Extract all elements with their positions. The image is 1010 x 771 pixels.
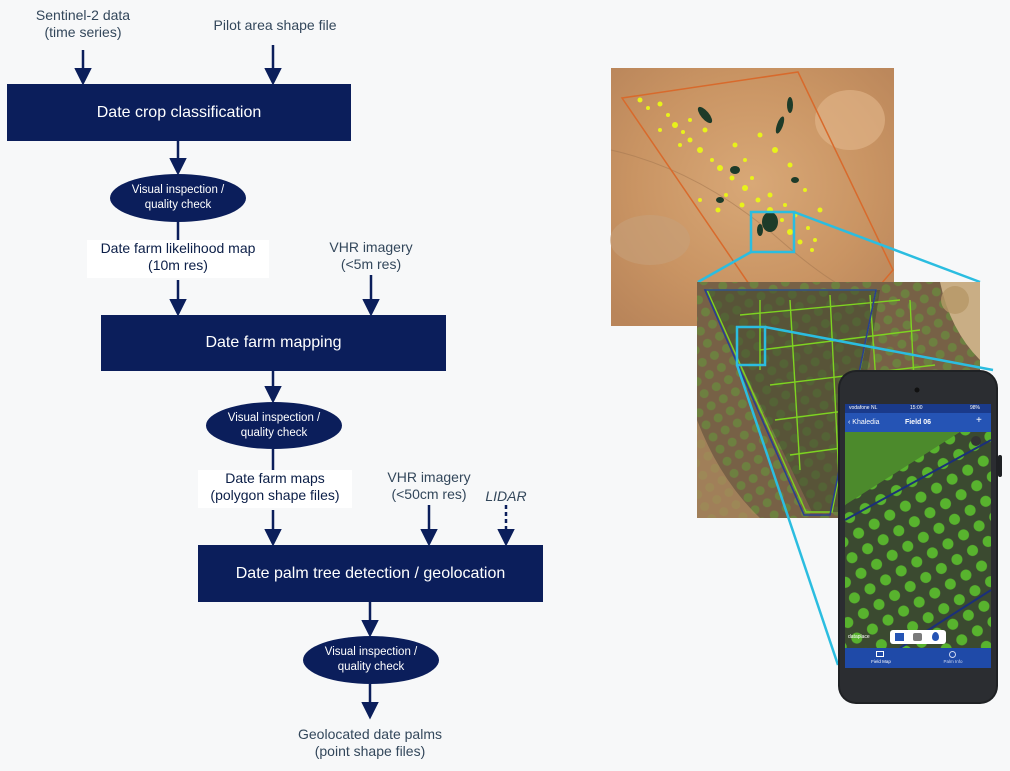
phone-camera (914, 387, 920, 393)
quality-check-2: Visual inspection / quality check (206, 402, 342, 449)
phone-map-pin-button (971, 436, 981, 446)
phone-status-bar (845, 404, 991, 413)
phone-status-carrier: vodafone NL (849, 405, 878, 411)
process-palm-tree-detection: Date palm tree detection / geolocation (198, 545, 543, 602)
process-date-crop-classification: Date crop classification (7, 84, 351, 141)
map-icon (876, 651, 884, 657)
input-pilot-area: Pilot area shape file (213, 17, 337, 33)
satellite-overview-image (610, 68, 895, 326)
quality-check-3: Visual inspection / quality check (303, 636, 439, 684)
zoom-line-4 (764, 325, 994, 372)
zoom-line-1 (697, 250, 752, 284)
phone-app-bar (845, 413, 991, 432)
input-lidar: LIDAR (485, 488, 527, 504)
info-icon (949, 651, 956, 658)
output-geolocated-palms: Geolocated date palms (point shape files… (298, 726, 442, 759)
phone-bottom-nav (845, 648, 991, 668)
phone-status-time: 15:00 (910, 405, 923, 411)
phone-screen-title: Field 06 (904, 419, 932, 426)
output-farm-maps: Date farm maps (polygon shape files) (198, 470, 352, 508)
zoom-line-3 (735, 364, 840, 666)
phone-tab-field-map[interactable]: Field Map (871, 659, 891, 664)
input-vhr-imagery-5m: VHR imagery (<5m res) (329, 239, 413, 272)
water-drop-icon[interactable] (932, 632, 939, 641)
flow-arrows (74, 45, 515, 720)
phone-brand-logo: dataplace (848, 634, 870, 640)
input-sentinel-2: Sentinel-2 data (time series) (35, 7, 131, 40)
phone-add-button[interactable]: + (976, 415, 982, 426)
phone-tab-palm-info[interactable]: Palm Info (943, 659, 963, 664)
phone-back-button[interactable]: ‹ Khaledia (848, 418, 880, 427)
quality-check-1: Visual inspection / quality check (110, 174, 246, 222)
filter-icon[interactable] (913, 633, 922, 641)
chevron-left-icon: ‹ (848, 419, 853, 426)
phone-mockup (838, 370, 1002, 704)
phone-back-label: Khaledia (852, 419, 880, 426)
input-vhr-imagery-50cm: VHR imagery (<50cm res) (387, 469, 471, 502)
dark-vegetation-patches (697, 97, 799, 236)
layers-icon[interactable] (895, 633, 904, 641)
zoom-line-2 (793, 210, 981, 284)
zoom-box-farm (735, 325, 767, 367)
zoom-box-overview (749, 210, 796, 254)
process-date-farm-mapping: Date farm mapping (101, 315, 446, 371)
output-likelihood-map: Date farm likelihood map (10m res) (87, 240, 269, 278)
phone-status-battery: 98% (970, 405, 981, 411)
